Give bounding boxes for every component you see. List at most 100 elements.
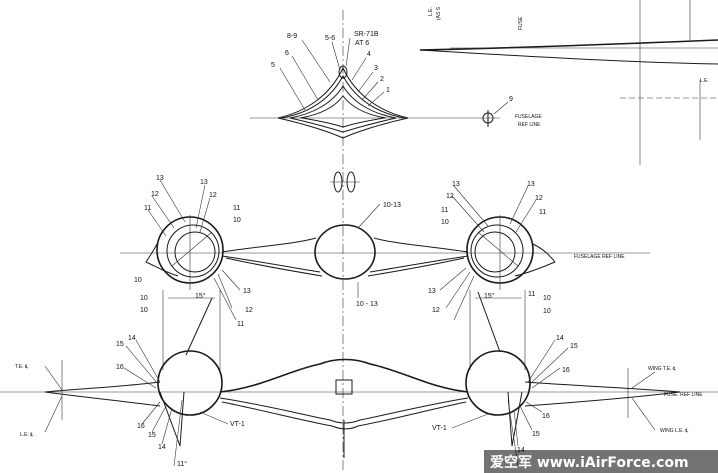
left-wing-lower bbox=[44, 391, 161, 407]
label-l13c: 13 bbox=[243, 288, 251, 295]
label-fuse-le: FUSE bbox=[518, 16, 524, 30]
leader-r13c bbox=[439, 267, 467, 291]
right-nacelle-mid bbox=[470, 224, 524, 278]
label-l10b: 10 bbox=[233, 217, 241, 224]
leader-l12b bbox=[199, 197, 211, 233]
label-l11a: 11 bbox=[144, 205, 151, 212]
label-vt1-right: VT-1 bbox=[432, 425, 447, 432]
leader-r12a bbox=[451, 195, 485, 233]
leader-r11c bbox=[453, 275, 475, 321]
leader-9 bbox=[493, 101, 509, 115]
leader-vt1-right bbox=[451, 413, 489, 429]
leader-l13c bbox=[221, 269, 241, 291]
leader-center bbox=[357, 203, 381, 229]
label-56: 5-6 bbox=[325, 35, 335, 42]
left-fin-axis bbox=[173, 399, 183, 467]
right-nacelle-diag bbox=[477, 231, 519, 267]
label-89: 8-9 bbox=[287, 33, 297, 40]
label-l13a: 13 bbox=[156, 175, 164, 182]
label-r12c: 12 bbox=[432, 307, 440, 314]
label-l14b: 14 bbox=[158, 444, 166, 451]
leader-r16b bbox=[525, 401, 543, 413]
label-r16a: 16 bbox=[562, 367, 570, 374]
left-nacelle-bottom bbox=[157, 350, 223, 416]
right-nacelle-spike-top bbox=[532, 243, 556, 263]
contour-2-upper bbox=[281, 74, 405, 119]
label-angle-right: 15° bbox=[484, 292, 495, 300]
leader-89 bbox=[301, 39, 331, 83]
label-r11b: 11 bbox=[539, 209, 546, 216]
leader-wing-le bbox=[631, 397, 656, 431]
leader-vt1-left bbox=[199, 411, 229, 425]
leader-left-le bbox=[44, 395, 63, 433]
leader-left-te bbox=[44, 365, 63, 391]
left-wing-upper bbox=[44, 381, 161, 393]
right-wing-upper bbox=[524, 381, 681, 393]
left-nacelle-mid bbox=[166, 224, 220, 278]
label-r12b: 12 bbox=[535, 195, 543, 202]
leader-l15b bbox=[151, 405, 167, 433]
label-r10d: 10 bbox=[543, 308, 551, 315]
leader-l11a bbox=[147, 209, 167, 237]
leader-r13b bbox=[509, 185, 529, 225]
right-wing-lower bbox=[524, 391, 681, 407]
canopy-tip bbox=[338, 65, 348, 79]
label-r10c: 10 bbox=[543, 295, 551, 302]
leader-l16b bbox=[141, 401, 161, 425]
leader-l13a bbox=[159, 179, 186, 223]
contour-outer-lower bbox=[277, 117, 409, 139]
leader-r13a bbox=[453, 185, 489, 227]
label-le-sub: (AS S bbox=[436, 6, 442, 20]
leader-r15a bbox=[529, 347, 569, 385]
center-fuselage-lower bbox=[219, 397, 469, 424]
right-chine-lower-2 bbox=[367, 257, 465, 277]
label-vt1-left: VT-1 bbox=[230, 421, 245, 428]
leader-l12a bbox=[151, 195, 175, 229]
leader-5 bbox=[279, 67, 306, 111]
label-at6: AT 6 bbox=[355, 40, 369, 47]
leader-2 bbox=[361, 81, 379, 101]
label-angle-bottom: 11° bbox=[177, 460, 187, 468]
left-chine-lower bbox=[221, 255, 321, 273]
side-view-upper bbox=[419, 39, 718, 51]
leader-sr71b bbox=[345, 37, 351, 67]
contour-2-lower bbox=[289, 117, 397, 133]
leader-l13b bbox=[195, 184, 206, 229]
leader-l11c bbox=[213, 277, 237, 321]
contour-4-upper bbox=[299, 95, 387, 119]
label-wing-le: WING L.E. ℄ bbox=[660, 428, 689, 434]
leader-l14b bbox=[161, 407, 173, 445]
label-l12c: 12 bbox=[245, 307, 253, 314]
label-angle-left: 15° bbox=[195, 292, 206, 300]
label-l10a: 10 bbox=[134, 277, 142, 284]
watermark-text: 爱空军 www.iAirForce.com bbox=[490, 454, 689, 471]
center-fuselage-circle bbox=[314, 224, 376, 280]
label-4: 4 bbox=[367, 51, 371, 58]
label-fuse-ref-line: FUSE. REF LINE bbox=[664, 392, 703, 398]
label-r13c: 13 bbox=[428, 288, 436, 295]
leader-4 bbox=[351, 57, 367, 81]
left-nacelle-spike-top bbox=[145, 243, 158, 263]
leader-l15a bbox=[125, 345, 159, 385]
label-3: 3 bbox=[374, 65, 378, 72]
left-nacelle-spike-bot bbox=[145, 261, 179, 277]
right-nacelle-inner bbox=[474, 231, 516, 273]
label-r12a: 12 bbox=[446, 193, 454, 200]
label-r10a: 10 bbox=[441, 219, 449, 226]
right-chine-lower bbox=[369, 255, 469, 273]
leader-6 bbox=[291, 55, 319, 101]
label-5: 5 bbox=[271, 62, 275, 69]
label-l15a: 15 bbox=[116, 341, 124, 348]
label-l12a: 12 bbox=[151, 191, 159, 198]
leader-r16a bbox=[531, 367, 561, 389]
left-chine-lower-2 bbox=[225, 257, 323, 277]
label-r13a: 13 bbox=[452, 181, 460, 188]
left-nacelle-inner bbox=[174, 231, 216, 273]
label-left-te: T.E. ℄ bbox=[15, 364, 29, 370]
label-fuselage-ref-top: FUSELAGE bbox=[515, 114, 542, 120]
label-center: 10-13 bbox=[383, 202, 401, 209]
top-right-side-view: L.E. (AS S FUSE L.E. bbox=[419, 0, 718, 165]
leader-56 bbox=[331, 41, 341, 71]
leader-l12c bbox=[217, 273, 233, 309]
